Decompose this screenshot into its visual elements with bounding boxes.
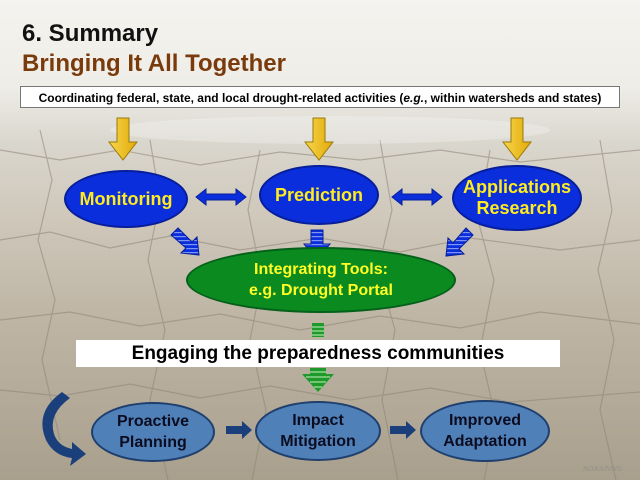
node-integrating-line2: e.g. Drought Portal [249,282,393,299]
slide-title-number: 6. Summary [22,20,159,47]
node-improved-line1: Improved [448,412,521,429]
node-monitoring-label: Monitoring [79,188,173,209]
node-proactive-line1: Proactive [116,413,190,430]
down-arrow-right [501,117,533,161]
engage-arrow-bottom [302,368,334,392]
down-arrow-center [303,117,335,161]
node-applications-line2: Research [476,198,558,218]
link-arrow-monitoring-prediction [195,187,247,207]
node-improved-line2: Adaptation [443,433,527,450]
node-impact-mitigation: Impact Mitigation [255,401,381,461]
node-proactive-line2: Planning [119,434,187,451]
node-improved-adaptation: Improved Adaptation [420,400,550,462]
node-prediction-label: Prediction [274,184,363,205]
node-integrating-line1: Integrating Tools: [254,261,388,278]
image-credit: NOAA/NWS [583,466,622,473]
node-applications-research: Applications Research [452,165,582,231]
node-monitoring: Monitoring [64,170,188,228]
coordination-banner: Coordinating federal, state, and local d… [20,86,620,108]
node-proactive-planning: Proactive Planning [91,402,215,462]
down-arrow-left [107,117,139,161]
arrow-applications-to-integrating [445,227,474,257]
node-impact-line1: Impact [292,412,344,429]
cycle-arrow-icon [42,392,86,466]
link-arrow-prediction-applications [391,187,443,207]
arrow-proactive-to-impact [226,421,252,439]
slide-subtitle: Bringing It All Together [22,50,286,77]
node-applications-line1: Applications [462,177,571,197]
node-integrating-tools: Integrating Tools: e.g. Drought Portal [186,247,456,313]
node-impact-line2: Mitigation [280,433,356,450]
engagement-banner: Engaging the preparedness communities [76,340,560,367]
arrow-monitoring-to-integrating [170,227,200,256]
arrow-impact-to-improved [390,421,416,439]
node-prediction: Prediction [259,165,379,225]
